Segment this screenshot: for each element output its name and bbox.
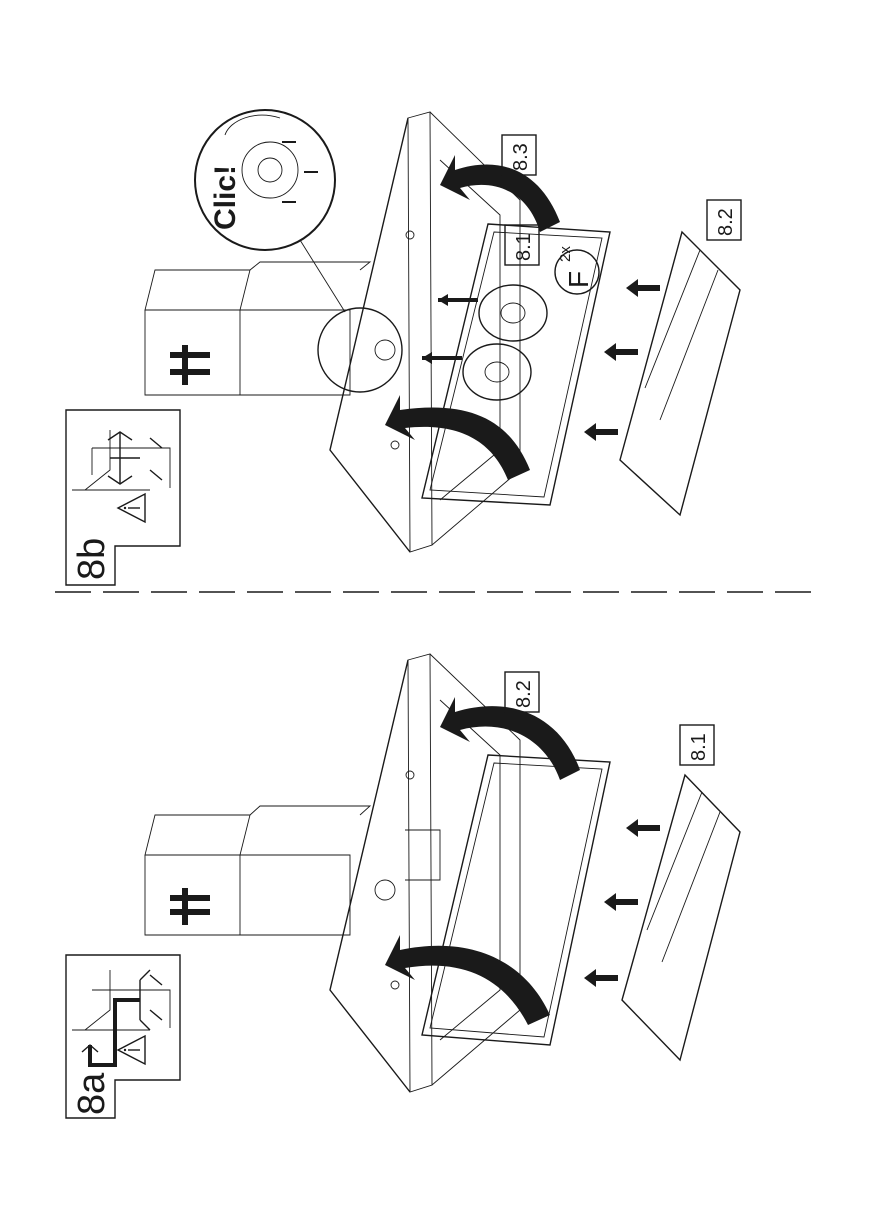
grease-filter-8a [622,775,740,1060]
svg-text:8.3: 8.3 [510,143,532,171]
recirculation-icon [72,430,170,490]
clic-callout: Clic! [195,110,402,392]
label-box-8-1: 8.1 [505,225,539,265]
panel-label-8b: 8b [71,538,113,580]
chimney-8a [145,806,370,935]
svg-text:8.1: 8.1 [513,233,535,261]
warning-icon [118,494,145,522]
fan-module-1 [479,285,547,341]
svg-text:8.2: 8.2 [513,680,535,708]
fastener-count: 2x [557,246,574,262]
panel-badge-8a: 8a [66,955,180,1118]
label-box-8a-8-1: 8.1 [680,725,714,765]
figure-8b: 8b [66,110,741,585]
lift-arrow-top-8a [440,697,580,780]
svg-text:8.1: 8.1 [688,733,710,761]
lift-arrow-bottom-8b [385,395,530,480]
panel-badge-8b: 8b [66,410,180,585]
figure-8a: 8a [66,654,740,1118]
grease-filter-8b [620,232,740,515]
fan-module-2 [463,344,531,400]
warning-icon-8a [118,1036,145,1064]
fastener-callout: F 2x [555,246,599,294]
label-box-8a-8-2: 8.2 [505,672,539,712]
panel-label-8a: 8a [71,1072,113,1115]
ducted-extraction-icon [72,970,170,1065]
label-box-8-2: 8.2 [707,200,741,240]
fastener-letter: F [563,271,594,288]
chimney-8b [145,262,370,395]
svg-text:8.2: 8.2 [715,208,737,236]
clic-text: Clic! [209,165,242,230]
